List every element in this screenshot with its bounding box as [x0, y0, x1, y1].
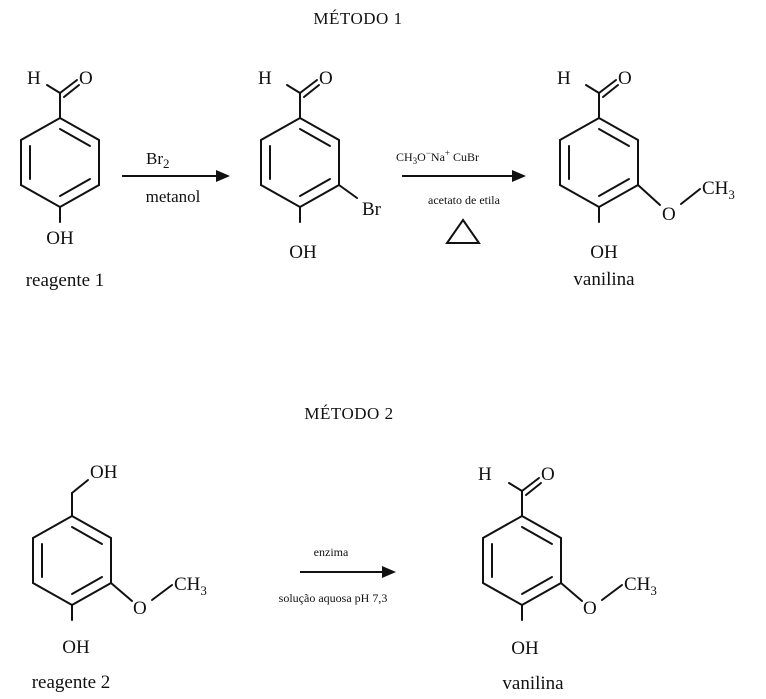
- step3-catalyst: enzima: [314, 545, 349, 559]
- reagent1-structure: [20, 79, 100, 223]
- step3-medium: solução aquosa pH 7,3: [279, 591, 388, 605]
- reagent2-hydroxymethyl: OH: [90, 462, 118, 483]
- method2-title: MÉTODO 2: [304, 404, 393, 423]
- vanillin2-aldehyde-h: H: [478, 464, 492, 485]
- reagent1-aldehyde-h: H: [27, 68, 41, 89]
- step1-arrow: [122, 170, 230, 182]
- vanillin1-structure: [559, 79, 701, 223]
- reagent2-structure: [32, 479, 173, 621]
- vanillin1-hydroxyl: OH: [590, 242, 618, 263]
- reagent2-name: reagente 2: [32, 672, 111, 693]
- step1-solvent: metanol: [146, 187, 201, 206]
- vanillin2-name: vanilina: [502, 673, 564, 694]
- intermediate-hydroxyl: OH: [289, 242, 317, 263]
- reagent1-hydroxyl: OH: [46, 228, 74, 249]
- step1-reagent: Br2: [146, 149, 170, 171]
- step3-arrow: [300, 566, 396, 578]
- vanillin2-aldehyde-o: O: [541, 464, 555, 485]
- intermediate-aldehyde-o: O: [319, 68, 333, 89]
- vanillin2-methoxy-o: O: [583, 598, 597, 619]
- vanillin2-hydroxyl: OH: [511, 638, 539, 659]
- reagent2-methoxy-o: O: [133, 598, 147, 619]
- reagent1-name: reagente 1: [26, 270, 105, 291]
- step2-solvent: acetato de etila: [428, 193, 501, 207]
- vanillin1-aldehyde-h: H: [557, 68, 571, 89]
- vanillin1-methyl: CH3: [702, 178, 735, 202]
- step2-reagents: CH3O−Na+ CuBr: [396, 148, 479, 166]
- intermediate-aldehyde-h: H: [258, 68, 272, 89]
- vanillin1-aldehyde-o: O: [618, 68, 632, 89]
- intermediate-structure: [260, 79, 358, 223]
- vanillin1-name: vanilina: [573, 269, 635, 290]
- method1-title: MÉTODO 1: [313, 9, 402, 28]
- reagent1-aldehyde-o: O: [79, 68, 93, 89]
- vanillin2-structure: [482, 477, 623, 621]
- intermediate-bromo: Br: [362, 199, 382, 220]
- heat-triangle-symbol: [445, 218, 481, 244]
- vanillin1-methoxy-o: O: [662, 204, 676, 225]
- vanillin2-methyl: CH3: [624, 574, 657, 598]
- step2-arrow: [402, 170, 526, 182]
- reagent2-methyl: CH3: [174, 574, 207, 598]
- reagent2-hydroxyl: OH: [62, 637, 90, 658]
